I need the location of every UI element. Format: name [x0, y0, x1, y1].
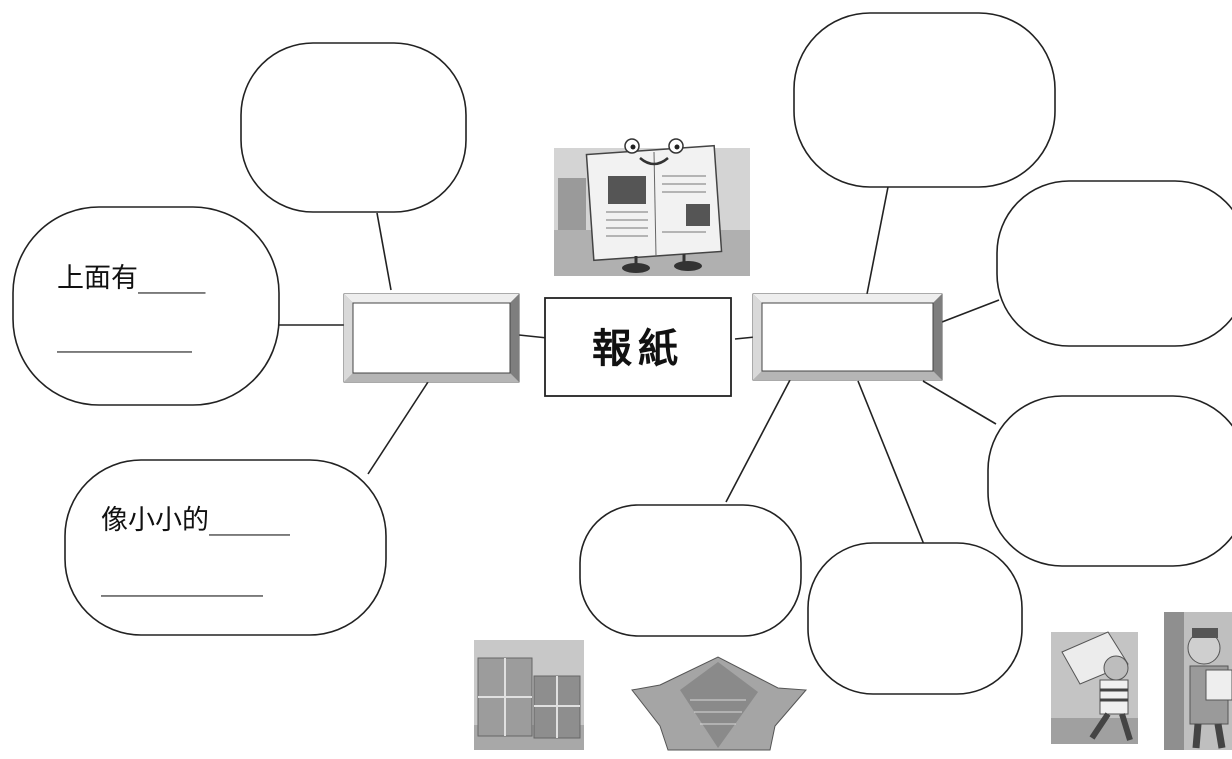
bubble-prompt-line1: 上面有_____	[57, 263, 206, 294]
answer-bubble[interactable]	[579, 504, 802, 637]
connector-line	[725, 379, 791, 503]
connector-line	[857, 380, 926, 548]
bubble-prompt-line2: ____________	[101, 566, 264, 597]
connector-line	[376, 212, 392, 291]
boy-reading-newspaper-illustration	[1051, 631, 1138, 744]
center-title-box	[544, 297, 732, 397]
connector-line	[941, 299, 1000, 323]
folded-newspaper-hat-photo	[631, 656, 808, 751]
answer-bubble[interactable]	[240, 42, 467, 213]
answer-bubble[interactable]	[987, 395, 1232, 567]
cartoon-newspaper-character	[554, 138, 750, 276]
connector-line	[922, 380, 997, 425]
man-reading-newspaper-illustration	[1164, 612, 1232, 750]
connector-lines	[279, 186, 1000, 548]
category-box-left[interactable]	[343, 293, 520, 383]
center-title: 報紙	[592, 325, 684, 372]
answer-bubble[interactable]	[807, 542, 1023, 695]
category-box-right[interactable]	[752, 293, 943, 381]
answer-bubble[interactable]	[12, 206, 280, 406]
newspaper-wrapped-parcels-photo	[474, 640, 584, 750]
bubble-prompt-line2: __________	[57, 322, 193, 353]
connector-line	[734, 336, 756, 340]
answer-bubble[interactable]	[793, 12, 1056, 188]
connector-line	[367, 381, 429, 475]
answer-bubble[interactable]	[996, 180, 1232, 347]
bubble-prompt-line1: 像小小的______	[101, 505, 290, 536]
connector-line	[866, 186, 889, 295]
answer-bubble[interactable]	[64, 459, 387, 636]
